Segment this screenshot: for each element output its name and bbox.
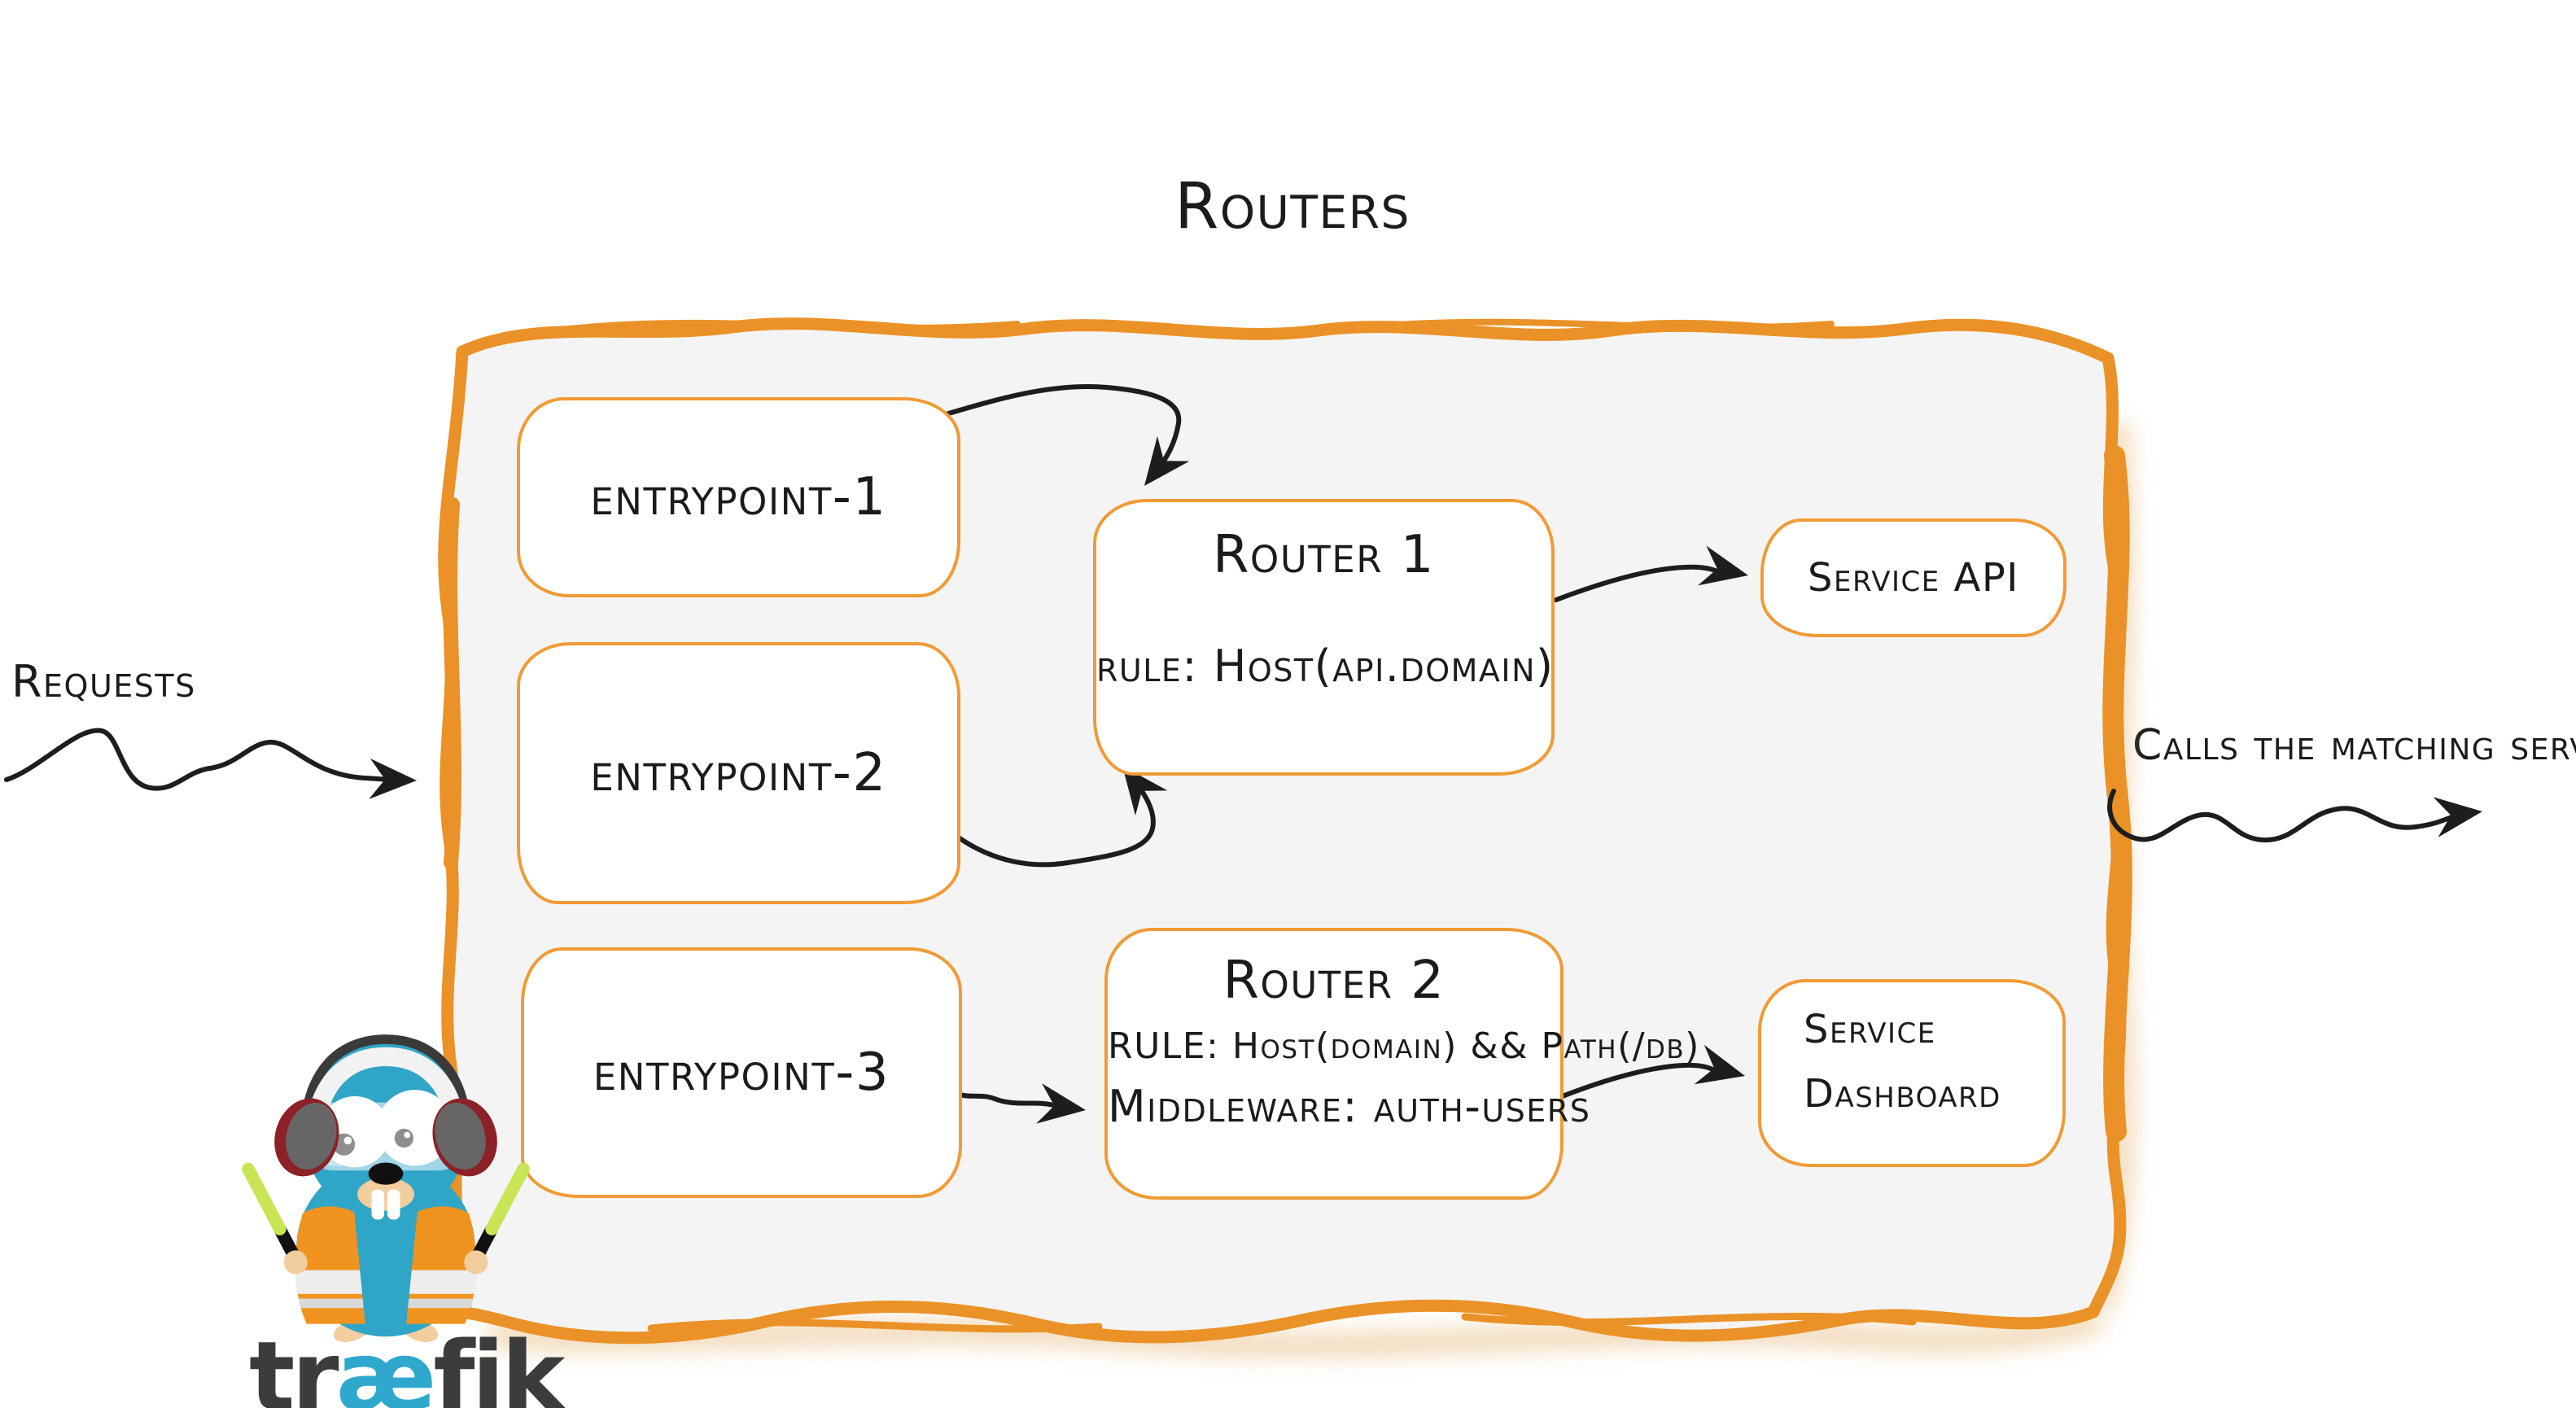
entrypoint-3-label: entrypoint-3	[593, 1042, 890, 1103]
router-2-box: Router 2 RULE: Host(domain) && Path(/db)…	[1104, 928, 1700, 1200]
router-2-name: Router 2	[1222, 951, 1445, 1011]
gopher-icon	[242, 1034, 530, 1342]
page-title: Routers	[1174, 170, 1410, 243]
router-1-rule: rule: Host(api.domain)	[1096, 641, 1555, 692]
calls-label: Calls the matching server	[2132, 721, 2576, 770]
service-api-box: Service API	[1760, 518, 2066, 637]
arrow-calls-out	[2107, 789, 2486, 843]
arrow-requests-in	[4, 728, 418, 801]
wordmark-suffix: fik	[433, 1320, 565, 1408]
arrow-entrypoint2-to-router1	[948, 753, 1168, 868]
traefik-gopher-mascot	[242, 1011, 530, 1343]
arrow-router2-to-service-dashboard	[1554, 1044, 1751, 1101]
service-dashboard-box: Service Dashboard	[1758, 979, 2066, 1167]
entrypoint-1-label: entrypoint-1	[590, 466, 887, 527]
router-1-box: Router 1 rule: Host(api.domain)	[1093, 499, 1555, 776]
arrow-entrypoint1-to-router1	[935, 384, 1190, 499]
service-dashboard-label-line2: Dashboard	[1804, 1070, 2001, 1117]
entrypoint-2-label: entrypoint-2	[590, 742, 887, 803]
router-1-name: Router 1	[1212, 525, 1436, 585]
entrypoint-1-box: entrypoint-1	[517, 397, 960, 597]
traefik-wordmark: træfik	[249, 1320, 566, 1408]
router-2-middleware: Middleware: auth-users	[1108, 1081, 1591, 1132]
service-api-label: Service API	[1808, 554, 2019, 601]
entrypoint-2-box: entrypoint-2	[517, 642, 960, 904]
router-2-rule: RULE: Host(domain) && Path(/db)	[1108, 1025, 1700, 1067]
wordmark-prefix: tr	[249, 1320, 339, 1408]
requests-label: Requests	[11, 656, 196, 707]
wordmark-ae-ligature: æ	[335, 1320, 437, 1408]
entrypoint-3-box: entrypoint-3	[521, 947, 962, 1198]
arrow-router1-to-service-api	[1554, 545, 1753, 602]
service-dashboard-label-line1: Service	[1804, 1007, 1936, 1052]
